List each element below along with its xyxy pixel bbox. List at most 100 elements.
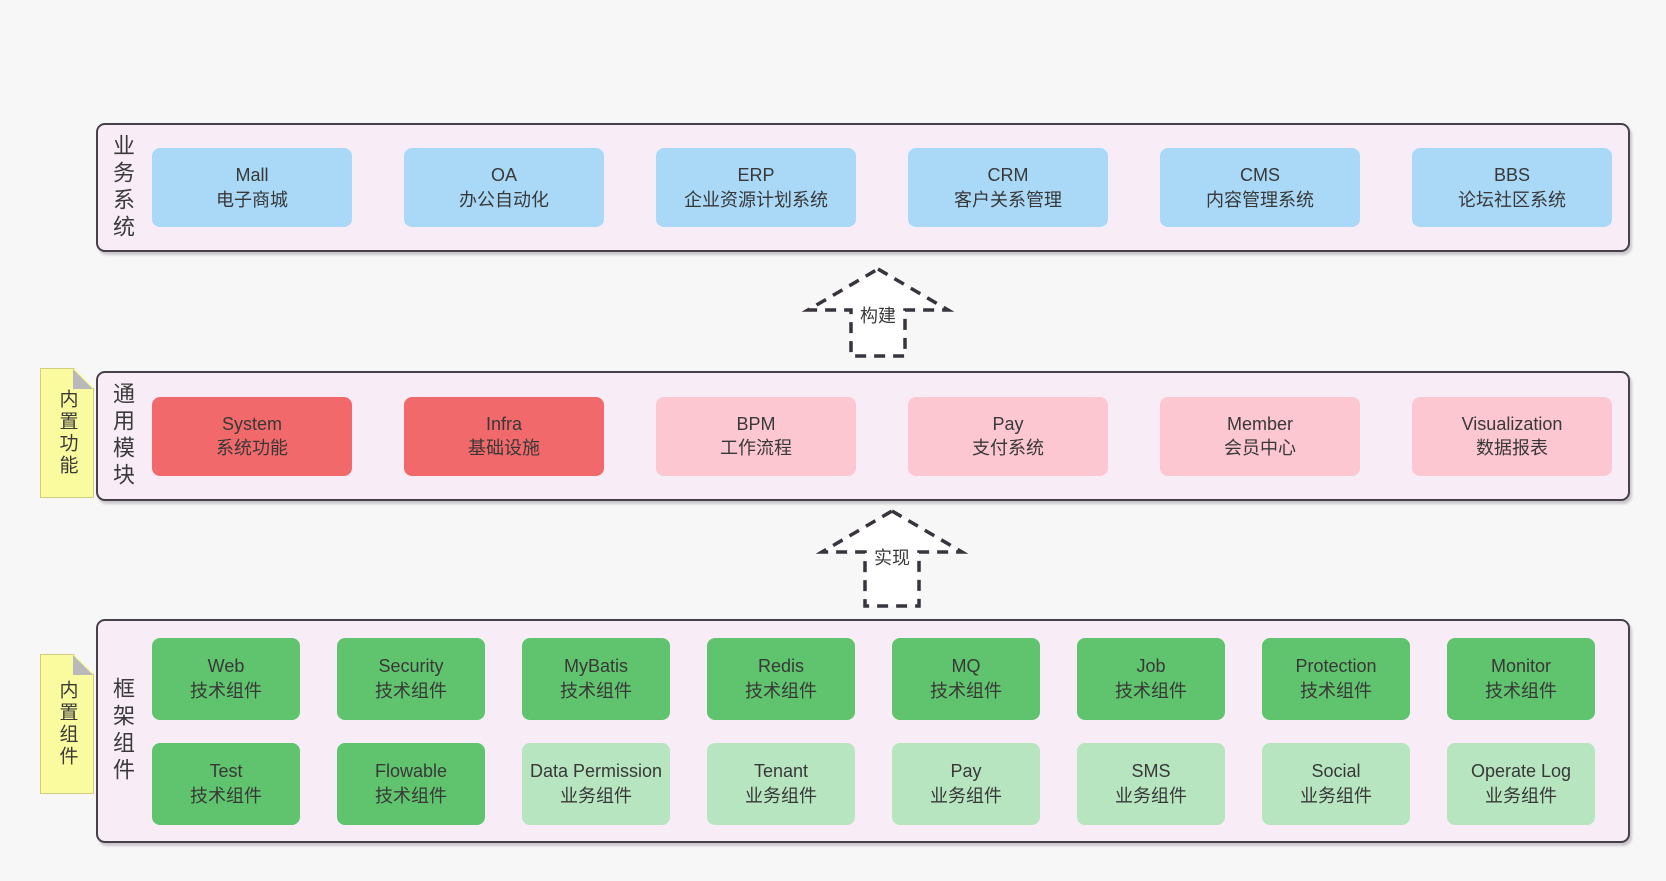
box-title: Data Permission (529, 761, 663, 782)
diagram-box: Infra 基础设施 (404, 396, 604, 476)
builtin-components-note-text: 内置组件 (56, 680, 78, 768)
box-title: Security (378, 656, 444, 677)
box-subtitle: 技术组件 (190, 785, 262, 806)
diagram-box: Tenant 业务组件 (707, 742, 855, 825)
diagram-box: System 系统功能 (152, 396, 352, 476)
folded-corner-icon (73, 369, 93, 389)
diagram-box: BBS 论坛社区系统 (1412, 148, 1612, 227)
box-title: Member (1226, 413, 1293, 434)
box-title: Visualization (1461, 413, 1563, 434)
diagram-box: Social 业务组件 (1262, 742, 1410, 825)
box-subtitle: 系统功能 (216, 438, 288, 458)
box-subtitle: 业务组件 (1485, 785, 1557, 806)
diagram-box: Visualization 数据报表 (1412, 396, 1612, 476)
builtin-features-note-text: 内置功能 (56, 389, 78, 477)
diagram-box: Test 技术组件 (152, 742, 300, 825)
diagram-box: Redis 技术组件 (707, 637, 855, 720)
box-title: SMS (1131, 761, 1171, 782)
folded-corner-icon (73, 655, 93, 675)
box-subtitle: 技术组件 (930, 680, 1002, 701)
box-subtitle: 数据报表 (1476, 438, 1548, 458)
box-subtitle: 工作流程 (720, 438, 792, 458)
diagram-box: Security 技术组件 (337, 637, 485, 720)
box-subtitle: 支付系统 (972, 438, 1044, 458)
diagram-box: CMS 内容管理系统 (1160, 148, 1360, 227)
box-title: MyBatis (563, 656, 628, 677)
builtin-features-note: 内置功能 (40, 368, 94, 498)
box-title: Pay (950, 761, 982, 782)
framework-components-layer: 框架组件 Web 技术组件 Security 技术组件 MyBatis 技术组件… (96, 619, 1630, 843)
builtin-components-note: 内置组件 (40, 654, 94, 794)
layer-label-business: 业务系统 (110, 133, 135, 242)
box-title: BPM (736, 413, 776, 434)
diagram-box: Pay 业务组件 (892, 742, 1040, 825)
box-title: Redis (757, 656, 805, 677)
diagram-box: MQ 技术组件 (892, 637, 1040, 720)
box-subtitle: 办公自动化 (459, 189, 549, 210)
common-modules-layer: 通用模块 System 系统功能 Infra 基础设施 BPM 工作流程 Pay… (96, 371, 1630, 501)
build-arrow-label: 构建 (857, 302, 899, 328)
box-subtitle: 客户关系管理 (954, 189, 1062, 210)
diagram-box: Pay 支付系统 (908, 396, 1108, 476)
box-subtitle: 业务组件 (560, 785, 632, 806)
diagram-box: Protection 技术组件 (1262, 637, 1410, 720)
box-title: Operate Log (1470, 761, 1572, 782)
diagram-box: Web 技术组件 (152, 637, 300, 720)
implement-arrow-label: 实现 (871, 544, 913, 570)
box-subtitle: 技术组件 (190, 680, 262, 701)
layer-label-modules: 通用模块 (110, 382, 135, 490)
box-title: Mall (235, 165, 269, 186)
build-arrow: 构建 (802, 264, 954, 360)
box-subtitle: 技术组件 (745, 680, 817, 701)
diagram-box: BPM 工作流程 (656, 396, 856, 476)
box-title: ERP (737, 165, 775, 186)
box-title: CMS (1240, 165, 1280, 186)
diagram-box: Job 技术组件 (1077, 637, 1225, 720)
box-subtitle: 内容管理系统 (1206, 189, 1314, 210)
diagram-box: MyBatis 技术组件 (522, 637, 670, 720)
box-title: Tenant (753, 761, 809, 782)
box-title: Protection (1295, 656, 1377, 677)
box-subtitle: 会员中心 (1224, 438, 1296, 458)
box-title: Social (1311, 761, 1361, 782)
box-subtitle: 业务组件 (1115, 785, 1187, 806)
box-title: CRM (987, 165, 1029, 186)
box-title: Monitor (1490, 656, 1552, 677)
diagram-box: Member 会员中心 (1160, 396, 1360, 476)
box-title: Job (1136, 656, 1166, 677)
business-systems-layer: 业务系统 Mall 电子商城 OA 办公自动化 ERP 企业资源计划系统 CRM… (96, 123, 1630, 252)
box-subtitle: 业务组件 (745, 785, 817, 806)
diagram-box: ERP 企业资源计划系统 (656, 148, 856, 227)
box-subtitle: 业务组件 (930, 785, 1002, 806)
diagram-box: Monitor 技术组件 (1447, 637, 1595, 720)
box-title: MQ (951, 656, 981, 677)
box-subtitle: 电子商城 (216, 189, 288, 210)
box-subtitle: 技术组件 (1115, 680, 1187, 701)
diagram-box: SMS 业务组件 (1077, 742, 1225, 825)
diagram-box: Mall 电子商城 (152, 148, 352, 227)
diagram-box: Flowable 技术组件 (337, 742, 485, 825)
box-subtitle: 技术组件 (560, 680, 632, 701)
modules-boxes-row: System 系统功能 Infra 基础设施 BPM 工作流程 Pay 支付系统… (152, 396, 1612, 476)
box-subtitle: 论坛社区系统 (1458, 189, 1566, 210)
box-subtitle: 技术组件 (1485, 680, 1557, 701)
box-title: Pay (992, 413, 1024, 434)
box-subtitle: 企业资源计划系统 (684, 189, 828, 210)
box-title: Test (209, 761, 243, 782)
box-title: Flowable (374, 761, 448, 782)
box-title: Web (207, 656, 245, 677)
box-subtitle: 基础设施 (468, 438, 540, 458)
diagram-box: Operate Log 业务组件 (1447, 742, 1595, 825)
box-subtitle: 技术组件 (375, 785, 447, 806)
layer-label-components: 框架组件 (110, 677, 135, 785)
components-boxes-grid: Web 技术组件 Security 技术组件 MyBatis 技术组件 Redi… (152, 637, 1595, 825)
box-subtitle: 业务组件 (1300, 785, 1372, 806)
box-title: System (221, 413, 282, 434)
diagram-box: OA 办公自动化 (404, 148, 604, 227)
diagram-box: CRM 客户关系管理 (908, 148, 1108, 227)
implement-arrow: 实现 (816, 506, 968, 610)
box-subtitle: 技术组件 (375, 680, 447, 701)
box-title: Infra (485, 413, 523, 434)
box-title: BBS (1493, 165, 1531, 186)
business-boxes-row: Mall 电子商城 OA 办公自动化 ERP 企业资源计划系统 CRM 客户关系… (152, 148, 1612, 227)
